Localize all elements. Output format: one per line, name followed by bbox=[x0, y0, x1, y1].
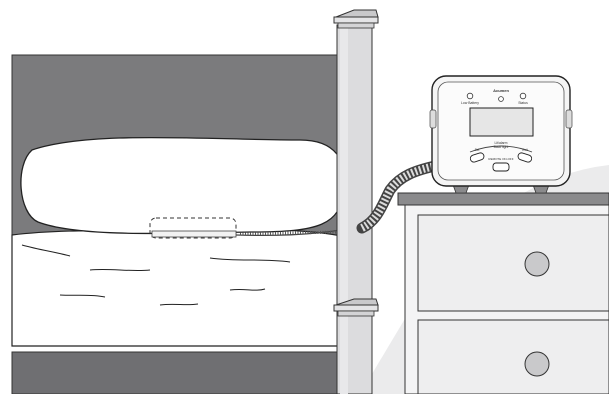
air-hose-inner bbox=[359, 161, 441, 232]
center-label-2: Back light bbox=[494, 145, 509, 149]
sensor-pad bbox=[151, 230, 237, 238]
exit-label: Exit bbox=[522, 148, 527, 152]
pillow bbox=[20, 136, 346, 235]
bedpost-middle-cap bbox=[333, 298, 379, 317]
blanket bbox=[11, 228, 356, 347]
footboard bbox=[11, 351, 338, 394]
drawer-top bbox=[417, 214, 609, 312]
status-indicator bbox=[519, 92, 527, 100]
control-arc bbox=[469, 145, 533, 153]
exit-button bbox=[517, 152, 533, 163]
set-button bbox=[469, 152, 485, 163]
remote-button bbox=[492, 162, 510, 172]
bedpost-top-cap bbox=[333, 9, 379, 29]
center-label-1: Lit/alarm bbox=[494, 141, 507, 145]
center-indicator bbox=[498, 96, 504, 102]
blanket-folds bbox=[21, 244, 291, 306]
sensor-cord-coil bbox=[239, 230, 341, 236]
device-screen bbox=[469, 107, 534, 137]
brand-label: Acumen bbox=[493, 88, 509, 93]
alarm-device: Acumen Low Battery Status Lit/alarm Back… bbox=[429, 75, 573, 194]
low-battery-indicator bbox=[466, 92, 474, 100]
drawer-bottom bbox=[417, 319, 609, 394]
nightstand bbox=[397, 192, 609, 394]
status-label: Status bbox=[518, 101, 528, 105]
sensor-pad-outline bbox=[149, 217, 237, 239]
low-battery-label: Low Battery bbox=[461, 101, 479, 105]
remote-label: REMOTE ON-OFF bbox=[488, 157, 513, 161]
set-label: Set bbox=[475, 148, 480, 152]
drawer-knob-top bbox=[524, 251, 550, 277]
bedpost-highlight bbox=[340, 25, 348, 394]
drawer-knob-bottom bbox=[524, 351, 550, 377]
